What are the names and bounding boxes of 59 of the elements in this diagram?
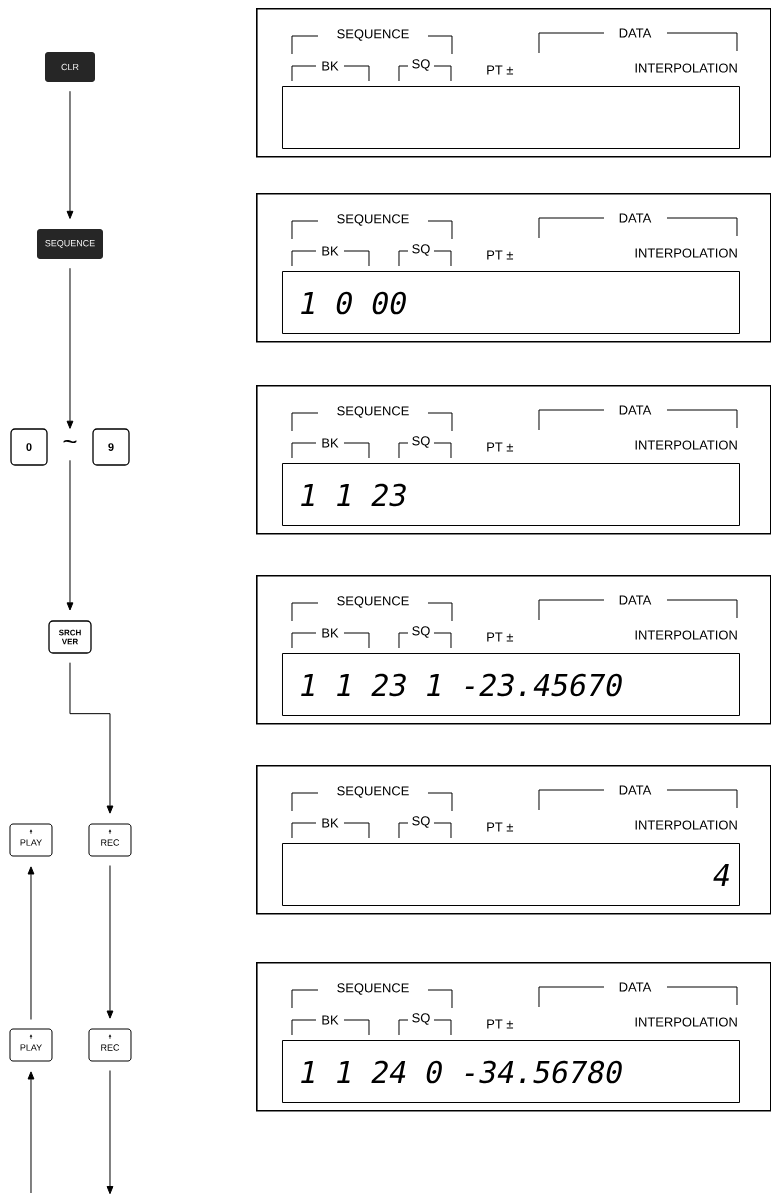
panel-label: INTERPOLATION [635, 820, 737, 830]
panel-label: SQ [412, 816, 430, 828]
panel-label: SEQUENCE [337, 596, 409, 608]
panel-label: BK [322, 61, 339, 71]
key: REC [88, 1028, 132, 1062]
panel-label: SEQUENCE [337, 786, 409, 798]
panel-label: INTERPOLATION [635, 1017, 737, 1027]
arrow [27, 866, 35, 1020]
panel-label: SQ [412, 59, 430, 71]
arrow [66, 267, 74, 429]
panel-label: DATA [619, 405, 652, 415]
panel-label: INTERPOLATION [635, 248, 737, 258]
key: SEQUENCE [37, 229, 103, 259]
panel-label: DATA [619, 213, 652, 223]
readout-window [282, 86, 740, 149]
panel-label: BK [322, 438, 339, 448]
panel-label: SQ [412, 626, 430, 638]
arrow [66, 459, 74, 611]
panel-label: SEQUENCE [337, 406, 409, 418]
panel-label: DATA [619, 982, 652, 992]
panel-label: PT ± [487, 822, 514, 832]
panel-label: SEQUENCE [337, 214, 409, 226]
panel-label: INTERPOLATION [635, 630, 737, 640]
readout-window: 1 1 23 1 -23.45670 [282, 653, 740, 716]
panel-label: PT ± [487, 65, 514, 75]
key: CLR [45, 52, 95, 82]
panel-label: DATA [619, 595, 652, 605]
panel-label: BK [322, 628, 339, 638]
arrow [66, 90, 74, 219]
panel-label: DATA [619, 28, 652, 38]
panel-label: SQ [412, 244, 430, 256]
key: 9 [92, 428, 130, 466]
panel-label: PT ± [487, 250, 514, 260]
arrow [27, 1071, 35, 1194]
panel-label: PT ± [487, 1019, 514, 1029]
tilde: ~ [63, 439, 77, 444]
key: REC [88, 823, 132, 857]
panel-label: BK [322, 1015, 339, 1025]
panel-label: PT ± [487, 442, 514, 452]
panel-label: PT ± [487, 632, 514, 642]
arrow [106, 865, 114, 1019]
readout-window: 1 1 23 [282, 463, 740, 526]
readout-window: 4 [282, 843, 740, 906]
key: PLAY [9, 823, 53, 857]
panel-label: SEQUENCE [337, 29, 409, 41]
arrow [69, 662, 114, 814]
panel-label: SQ [412, 1013, 430, 1025]
panel-label: SEQUENCE [337, 983, 409, 995]
readout-window: 1 0 00 [282, 271, 740, 334]
panel-label: INTERPOLATION [635, 63, 737, 73]
arrow [106, 1070, 114, 1195]
panel-label: BK [322, 818, 339, 828]
key: 0 [10, 428, 48, 466]
panel-label: SQ [412, 436, 430, 448]
key: PLAY [9, 1028, 53, 1062]
panel-label: DATA [619, 785, 652, 795]
panel-label: INTERPOLATION [635, 440, 737, 450]
panel-label: BK [322, 246, 339, 256]
readout-window: 1 1 24 0 -34.56780 [282, 1040, 740, 1103]
